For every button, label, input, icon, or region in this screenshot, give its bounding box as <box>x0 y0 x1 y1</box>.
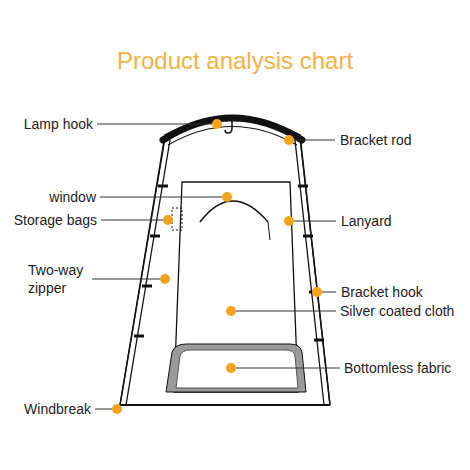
chart-title: Product analysis chart <box>0 46 470 76</box>
part-label: Lamp hook <box>24 116 93 132</box>
part-label: Bracket hook <box>341 284 423 300</box>
part-label: Windbreak <box>24 401 91 417</box>
part-label: Storage bags <box>14 212 97 228</box>
part-label: Lanyard <box>341 213 392 229</box>
part-label: Two-way zipper <box>28 261 90 297</box>
part-label: window <box>49 189 96 205</box>
part-label: Bottomless fabric <box>344 360 451 376</box>
part-label: Bracket rod <box>340 132 412 148</box>
part-label: Silver coated cloth <box>340 303 454 319</box>
